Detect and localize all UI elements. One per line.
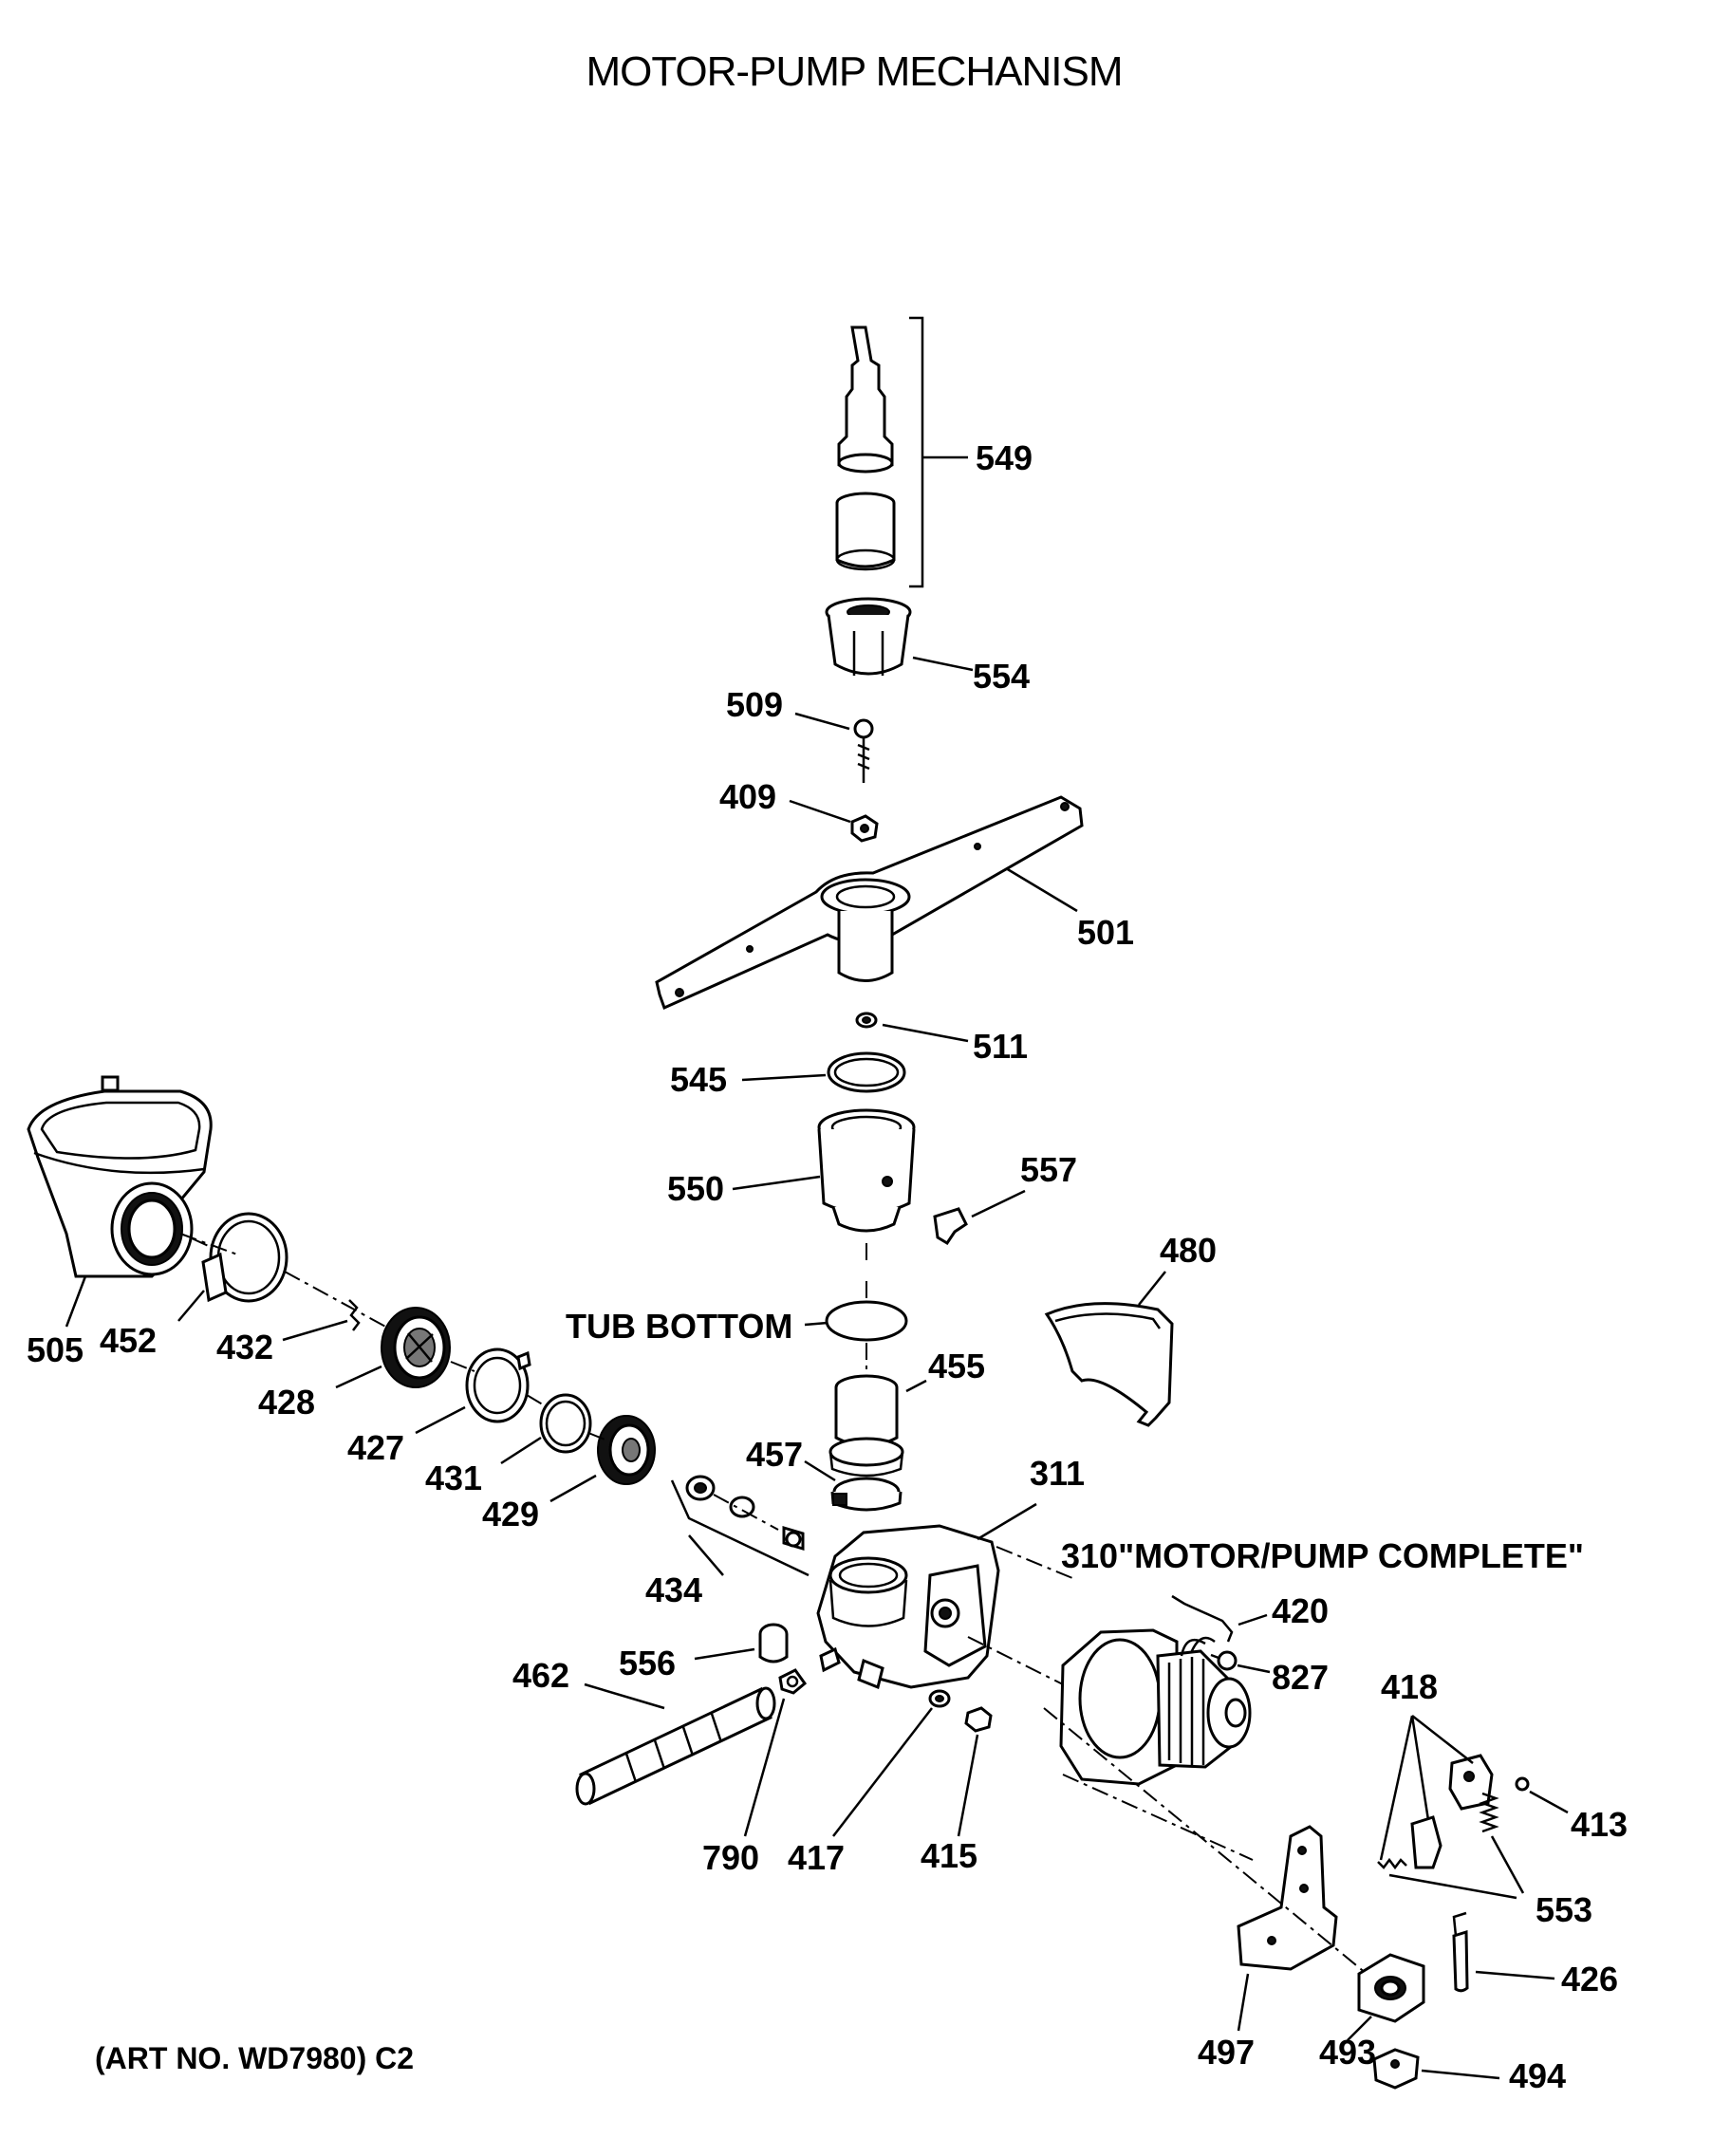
part-501-drawing	[655, 795, 1084, 1011]
part-554-drawing	[825, 597, 974, 676]
part-550-drawing	[732, 1108, 916, 1233]
part-427-drawing	[415, 1348, 531, 1435]
part-label-505: 505	[27, 1330, 84, 1369]
motor-drawing	[1059, 1628, 1252, 1786]
part-409-drawing	[789, 799, 879, 843]
part-434-drawing	[670, 1475, 810, 1577]
part-497-drawing	[1237, 1825, 1338, 2032]
part-label-790: 790	[702, 1838, 759, 1877]
part-431-drawing	[500, 1393, 592, 1465]
part-label-553: 553	[1536, 1890, 1592, 1929]
part-418-drawing	[1377, 1715, 1494, 1870]
tub-bottom-gasket-drawing	[804, 1281, 908, 1342]
part-label-556: 556	[619, 1644, 676, 1682]
part-311-drawing	[816, 1502, 1037, 1690]
part-label-549: 549	[976, 438, 1033, 477]
part-label-409: 409	[719, 777, 776, 816]
part-label-432: 432	[216, 1328, 273, 1366]
part-label-493: 493	[1319, 2033, 1376, 2072]
part-label-554: 554	[973, 657, 1030, 696]
part-label-494: 494	[1509, 2056, 1566, 2095]
part-428-drawing	[335, 1307, 451, 1389]
part-label-827: 827	[1272, 1658, 1329, 1697]
part-label-415: 415	[921, 1836, 977, 1875]
part-426-drawing	[1452, 1911, 1555, 1993]
part-480-drawing	[1044, 1271, 1174, 1427]
tub-bottom-label: TUB BOTTOM	[566, 1307, 792, 1346]
part-505-drawing	[27, 1075, 213, 1328]
part-label-455: 455	[928, 1347, 985, 1385]
part-label-429: 429	[482, 1495, 539, 1533]
part-790-drawing	[743, 1668, 808, 1837]
part-label-501: 501	[1077, 913, 1134, 952]
part-462-drawing	[575, 1682, 776, 1806]
part-432-drawing	[282, 1299, 361, 1342]
part-label-311: 311	[1030, 1454, 1085, 1493]
part-label-413: 413	[1571, 1805, 1628, 1844]
motor-pump-complete-label: 310"MOTOR/PUMP COMPLETE"	[1061, 1536, 1584, 1575]
part-493-drawing	[1347, 1953, 1425, 2041]
art-number: (ART NO. WD7980) C2	[95, 2041, 414, 2075]
part-549-drawing	[835, 316, 968, 588]
part-label-431: 431	[425, 1459, 482, 1497]
part-label-452: 452	[100, 1321, 157, 1360]
part-415-drawing	[957, 1706, 993, 1837]
part-511-drawing	[855, 1012, 969, 1043]
part-label-462: 462	[512, 1656, 569, 1695]
part-553-drawing	[1388, 1792, 1525, 1900]
part-455-drawing	[828, 1374, 927, 1478]
part-label-497: 497	[1198, 2033, 1255, 2072]
part-label-427: 427	[347, 1428, 404, 1467]
part-420-drawing	[1171, 1594, 1268, 1643]
part-label-480: 480	[1160, 1231, 1217, 1270]
part-452-drawing	[177, 1212, 288, 1322]
part-label-557: 557	[1020, 1150, 1077, 1189]
part-label-434: 434	[645, 1571, 702, 1609]
part-417-drawing	[832, 1689, 951, 1837]
part-label-418: 418	[1381, 1667, 1438, 1706]
part-457-drawing	[804, 1459, 903, 1512]
part-label-428: 428	[258, 1383, 315, 1422]
part-545-drawing	[741, 1051, 906, 1093]
diagram-title: MOTOR-PUMP MECHANISM	[586, 48, 1122, 95]
part-label-545: 545	[670, 1060, 727, 1099]
part-557-drawing	[933, 1189, 1026, 1246]
part-label-420: 420	[1272, 1591, 1329, 1630]
part-413-drawing	[1515, 1776, 1569, 1814]
part-556-drawing	[694, 1623, 789, 1663]
part-827-drawing	[1210, 1650, 1271, 1674]
part-label-426: 426	[1561, 1960, 1618, 1998]
part-label-511: 511	[973, 1027, 1028, 1066]
part-label-509: 509	[726, 685, 783, 724]
part-494-drawing	[1372, 2048, 1500, 2090]
part-label-417: 417	[788, 1838, 845, 1877]
assembly-center-lines	[179, 1233, 1368, 1975]
part-label-457: 457	[746, 1435, 803, 1474]
part-509-drawing	[794, 712, 874, 783]
part-label-550: 550	[667, 1169, 724, 1208]
part-429-drawing	[549, 1415, 656, 1503]
